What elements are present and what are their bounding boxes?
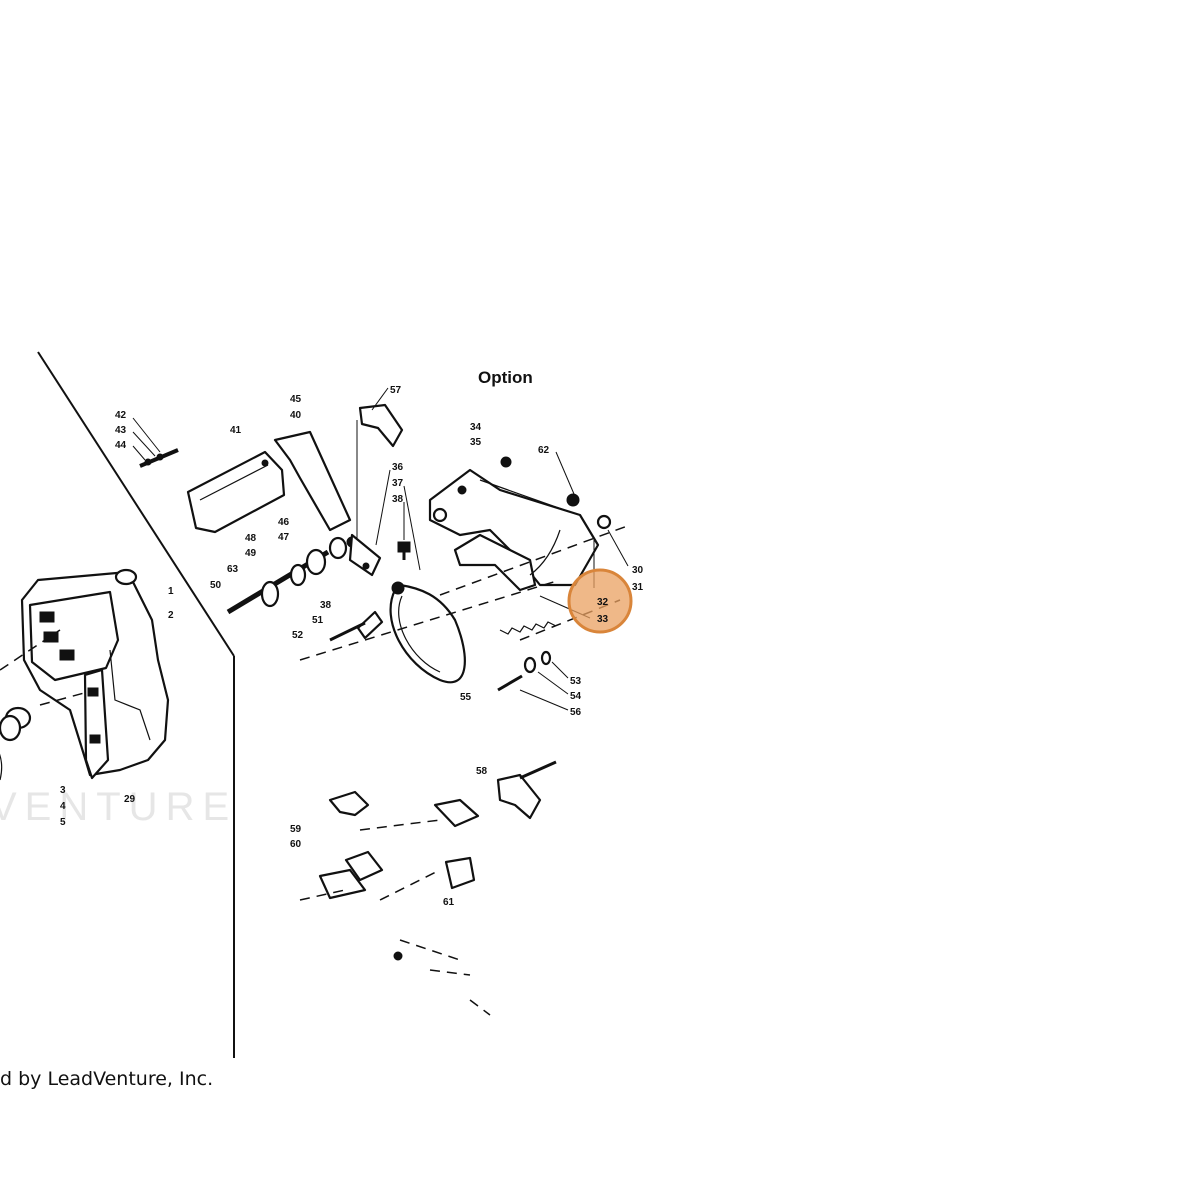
spring-assembly [497, 621, 569, 711]
label-34: 34 [470, 422, 482, 433]
label-29: 29 [124, 794, 136, 805]
label-46: 46 [278, 517, 290, 528]
label-51: 51 [312, 615, 324, 626]
label-42: 42 [115, 410, 127, 421]
label-53: 53 [570, 676, 582, 687]
label-31: 31 [632, 582, 644, 593]
label-38b: 38 [320, 600, 332, 611]
diagram-title: Option [478, 368, 533, 387]
label-48: 48 [245, 533, 257, 544]
option-parts [299, 760, 557, 1016]
label-37: 37 [392, 478, 404, 489]
bolt-set [132, 417, 179, 468]
part-labels: 1 2 3 4 5 29 30 31 32 33 34 35 36 37 38 … [60, 385, 644, 908]
label-3: 3 [60, 785, 66, 796]
label-33: 33 [597, 614, 609, 625]
label-63: 63 [227, 564, 239, 575]
brake-band [329, 581, 466, 684]
watermark: VENTURE [0, 785, 237, 829]
label-60: 60 [290, 839, 302, 850]
pawl [356, 387, 404, 540]
label-2: 2 [168, 610, 174, 621]
label-56: 56 [570, 707, 582, 718]
label-4: 4 [60, 801, 66, 812]
label-61: 61 [443, 897, 455, 908]
label-41: 41 [230, 425, 242, 436]
label-5: 5 [60, 817, 66, 828]
label-35: 35 [470, 437, 482, 448]
pin-set [375, 469, 421, 571]
label-50: 50 [210, 580, 222, 591]
label-44: 44 [115, 440, 127, 451]
label-43: 43 [115, 425, 127, 436]
shaft-assembly [226, 533, 382, 615]
highlight-marker [567, 568, 633, 634]
label-62: 62 [538, 445, 550, 456]
label-58: 58 [476, 766, 488, 777]
brake-lever [186, 430, 352, 534]
copyright-footer: d by LeadVenture, Inc. [0, 1068, 213, 1090]
label-52: 52 [292, 630, 304, 641]
label-54: 54 [570, 691, 582, 702]
label-38a: 38 [392, 494, 404, 505]
label-49: 49 [245, 548, 257, 559]
label-55: 55 [460, 692, 472, 703]
label-40: 40 [290, 410, 302, 421]
label-59: 59 [290, 824, 302, 835]
label-36: 36 [392, 462, 404, 473]
housing-assembly [0, 568, 170, 781]
label-30: 30 [632, 565, 644, 576]
label-1: 1 [168, 586, 174, 597]
label-45: 45 [290, 394, 302, 405]
brake-cover [428, 468, 600, 592]
label-32: 32 [597, 597, 609, 608]
label-57: 57 [390, 385, 402, 396]
section-divider [37, 351, 235, 1058]
label-47: 47 [278, 532, 290, 543]
